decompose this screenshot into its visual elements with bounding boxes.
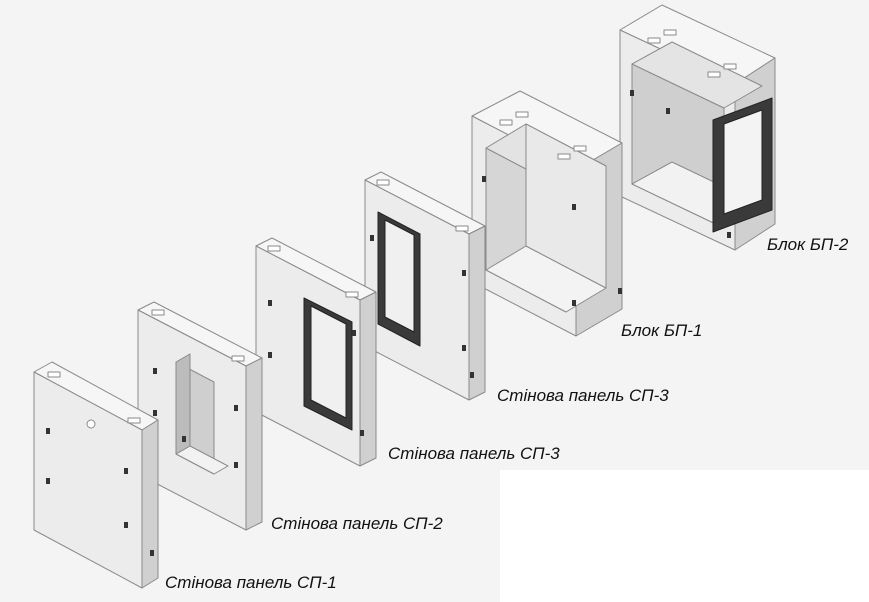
block-bp2-insert	[666, 108, 670, 114]
label-panel-sp2: Стінова панель СП-2	[271, 514, 443, 533]
block-bp2-insert	[727, 232, 731, 238]
panel-sp1	[33, 361, 159, 589]
panel-sp2-insert	[153, 368, 157, 374]
panel-sp3-back	[364, 171, 486, 401]
panel-sp2-insert	[234, 462, 238, 468]
block-bp1-loop	[573, 145, 587, 152]
panel-sp3-front-insert	[268, 300, 272, 306]
block-bp2-loop	[663, 29, 677, 36]
block-bp1-back-edge	[525, 123, 607, 289]
block-bp2-loop	[723, 63, 737, 70]
panel-sp3-front	[255, 237, 377, 467]
panel-sp3-front-loop	[345, 291, 359, 298]
panel-sp3-front-insert	[268, 352, 272, 358]
panel-sp2-insert	[182, 436, 186, 442]
panel-sp3-front-loop	[267, 245, 281, 252]
block-bp1-loop	[499, 119, 513, 126]
white-patch	[500, 470, 869, 602]
panel-sp3-back-insert	[462, 345, 466, 351]
panel-sp1-insert	[46, 428, 50, 434]
block-bp2-loop	[647, 37, 661, 44]
panel-sp2-loop	[151, 309, 165, 316]
panel-sp3-front-insert	[360, 430, 364, 436]
block-bp2-loop	[707, 71, 721, 78]
block-bp1-insert	[572, 300, 576, 306]
panel-sp1-hole	[86, 419, 96, 429]
block-bp1	[471, 90, 623, 337]
block-bp2-back-frame-hole	[723, 109, 763, 215]
panel-sp1-insert	[150, 550, 154, 556]
block-bp1-insert	[482, 176, 486, 182]
block-bp2	[619, 4, 776, 251]
block-bp1-loop	[515, 111, 529, 118]
block-bp1-loop	[557, 153, 571, 160]
panel-sp3-back-frame-hole	[384, 219, 415, 333]
block-bp2-inner-top	[631, 41, 763, 109]
panel-sp1-insert	[124, 522, 128, 528]
block-bp2-insert	[630, 90, 634, 96]
panel-sp3-back-loop	[376, 179, 390, 186]
panel-sp3-back-loop	[455, 225, 469, 232]
label-block-bp1: Блок БП-1	[621, 321, 703, 340]
panel-sp2-opening-side	[175, 353, 191, 455]
label-panel-sp1: Стінова панель СП-1	[165, 573, 337, 592]
panel-sp2-insert	[153, 410, 157, 416]
block-bp1-insert	[618, 288, 622, 294]
panel-sp1-side	[141, 419, 159, 589]
panel-sp2-loop	[231, 355, 245, 362]
panel-sp3-front-insert	[352, 330, 356, 336]
panel-sp1-loop	[127, 417, 141, 424]
panel-sp3-back-insert	[370, 235, 374, 241]
label-block-bp2: Блок БП-2	[767, 235, 849, 254]
panel-sp1-loop	[47, 371, 61, 378]
label-panel-sp3-front: Стінова панель СП-3	[388, 444, 560, 463]
panel-sp3-back-side	[468, 225, 486, 401]
panel-sp3-front-side	[359, 291, 377, 467]
panel-sp2-side	[245, 357, 263, 531]
panel-sp1-insert	[124, 468, 128, 474]
panel-sp1-insert	[46, 478, 50, 484]
panel-sp3-back-insert	[470, 372, 474, 378]
panel-sp3-back-insert	[462, 270, 466, 276]
block-bp1-insert	[572, 204, 576, 210]
label-panel-sp3-back: Стінова панель СП-3	[497, 386, 669, 405]
panel-sp2-insert	[234, 405, 238, 411]
panel-sp2	[137, 301, 263, 531]
panel-sp3-front-frame-hole	[310, 305, 347, 419]
